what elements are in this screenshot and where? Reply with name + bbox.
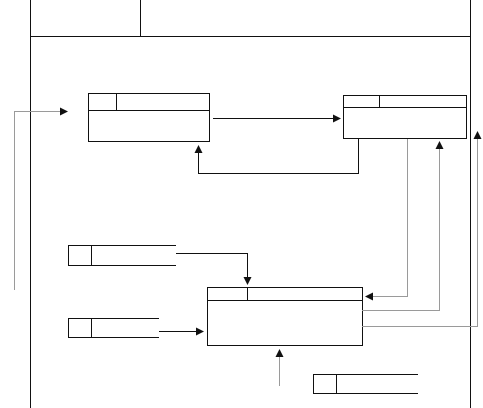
process-box-3 [207,287,363,346]
process-box-1 [88,93,210,142]
diagram-frame [30,0,471,408]
data-store-1-to-process-3-arrow [176,253,252,285]
flows [14,107,482,386]
process-2-to-process-1-arrow [194,139,359,174]
data-store-3 [313,374,418,394]
process-3-to-process-2-arrow [362,141,444,311]
process-box-2 [343,95,467,139]
data-store-2 [68,318,159,338]
process-3-external-output-arrow [362,131,482,327]
external-input-arrow [14,107,68,290]
process-2-to-process-3-arrow [365,139,408,301]
data-store-1 [68,245,176,266]
